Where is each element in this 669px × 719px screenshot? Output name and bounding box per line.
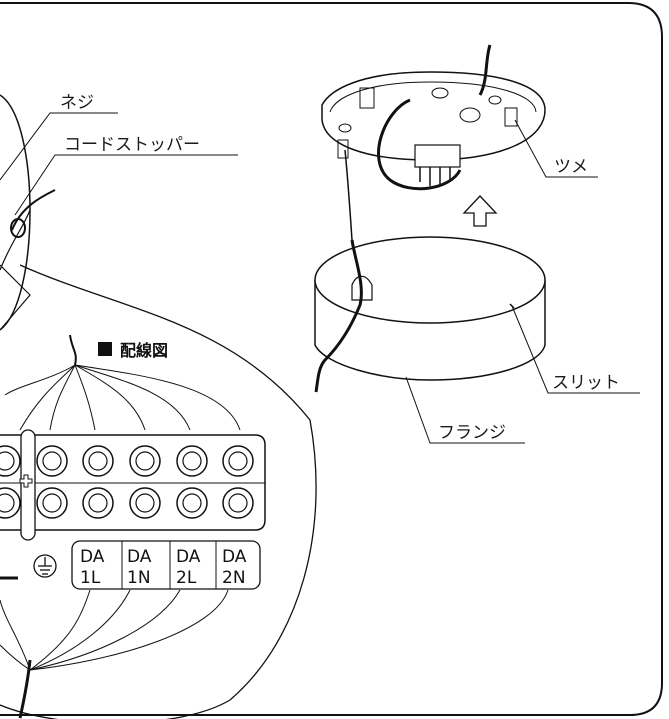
terminal-screw-head [182,451,202,471]
terminal-screw-head [0,451,15,471]
terminal-label-box [71,540,261,590]
magnified-view [0,94,317,719]
wiring-title: 配線図 [120,341,168,360]
terminal-label-line2: 1N [127,568,151,588]
black-square-icon [98,342,112,356]
terminal-screw-head [135,493,155,513]
terminal-screw-head [88,451,108,471]
label-cord-stopper: コードストッパー [64,135,200,155]
label-screw: ネジ [60,93,94,113]
terminal-block [0,429,266,541]
main-cord [18,659,32,719]
terminal-label-line1: DA [176,547,201,567]
terminal-label-line2: 2L [176,568,197,588]
inner-cord [377,98,462,191]
terminal-label-line2: 2N [222,568,246,588]
center-cross-screw [19,474,33,488]
label-flange: フランジ [438,423,506,443]
terminal-screw-head [135,451,155,471]
base-plate [321,71,546,186]
cord-fan-top [4,364,241,431]
terminal-label-line2: 1L [80,568,101,588]
terminal-label-line1: DA [222,547,247,567]
terminal-label-line1: DA [80,547,105,567]
terminal-screws [0,445,254,519]
terminal-screw-head [228,451,248,471]
flange-cord [314,239,363,393]
terminal-screw-head [0,493,15,513]
supply-cord [478,44,492,96]
cord-down [344,149,353,241]
label-tab: ツメ [554,157,588,177]
flange [314,236,546,381]
up-arrow-icon [462,195,498,227]
terminal-screw-head [88,493,108,513]
terminal-screw-head [42,493,62,513]
leader-lines [0,112,640,444]
ground-symbol-icon [33,554,57,578]
terminal-screw-head [42,451,62,471]
terminal-screw-head [228,493,248,513]
terminal-screw-head [182,493,202,513]
label-slit: スリット [552,373,620,393]
cord-fan-bottom [0,589,229,671]
terminal-label-line1: DA [127,547,152,567]
